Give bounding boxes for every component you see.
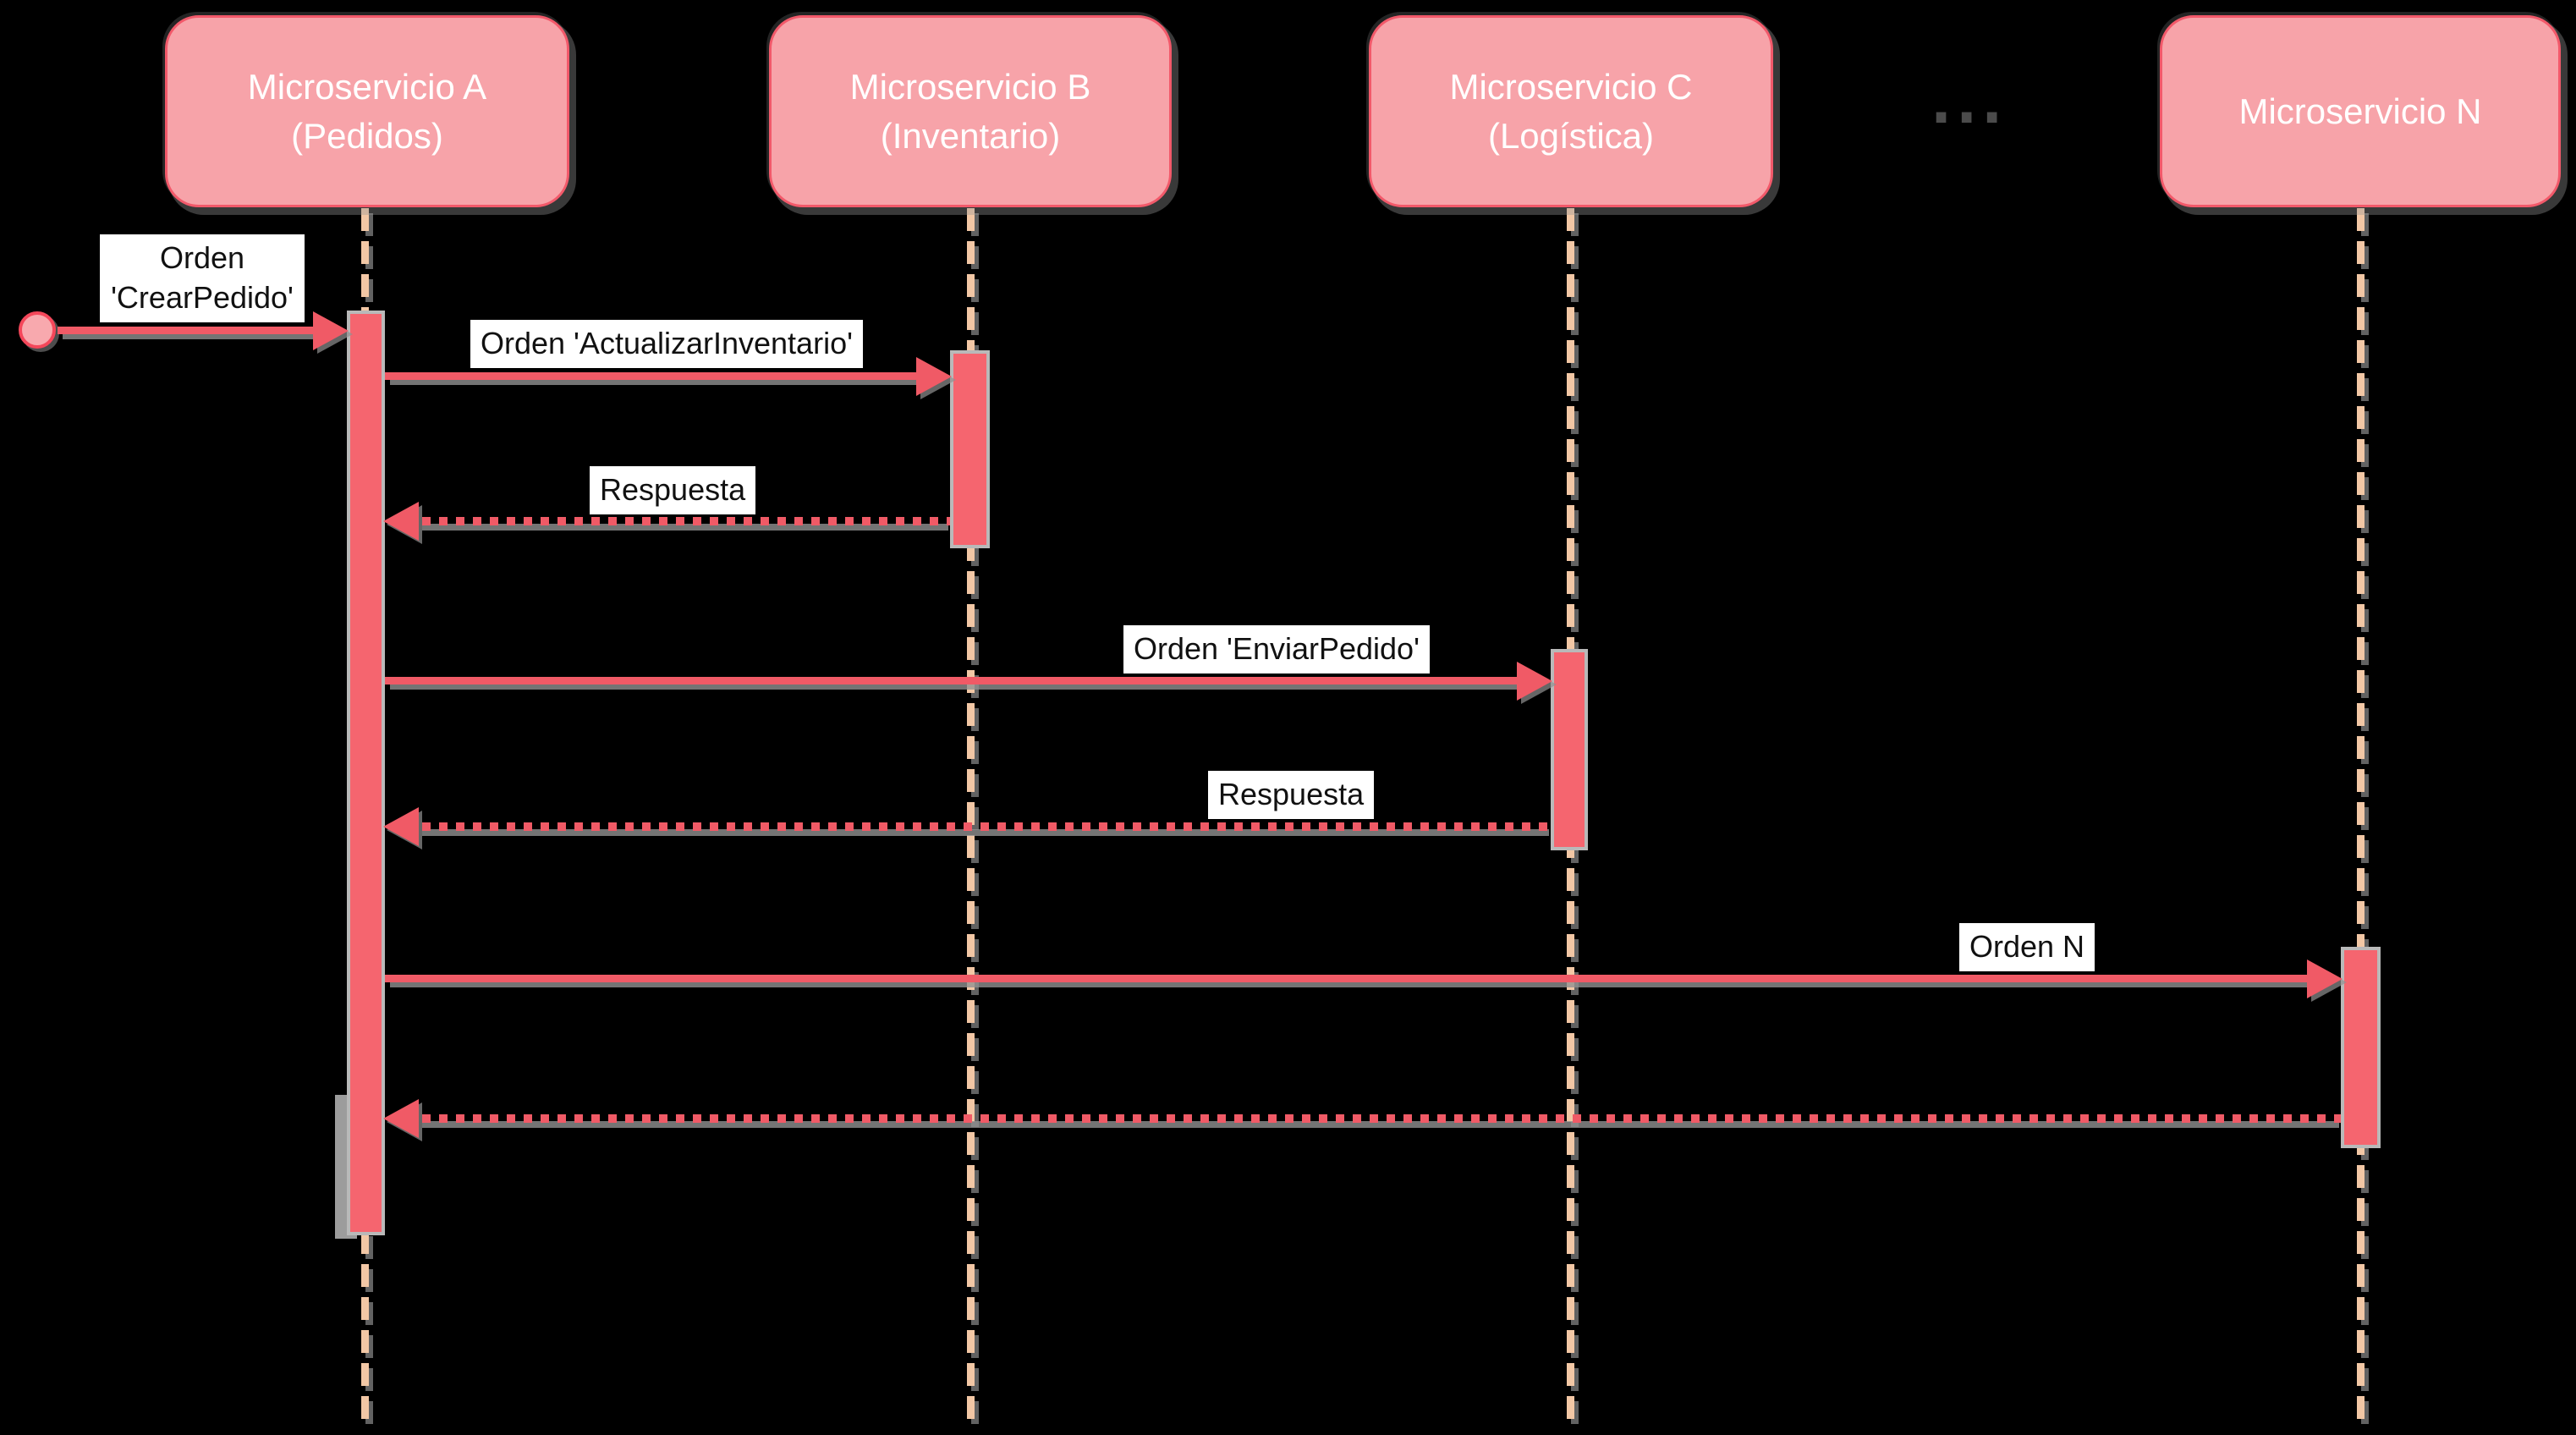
dotted-arrow-line [422,822,1551,831]
lifeline-n [2357,208,2365,1425]
activation-bar-a [347,311,385,1235]
arrow-line [385,975,2310,982]
lifeline-b [967,208,975,1425]
lifeline-shadow-n [2361,213,2369,1427]
participant-box-c: Microservicio C (Logística) [1369,15,1773,207]
message-label-respuesta-b: Respuesta [590,466,756,514]
dotted-arrow-line [422,1114,2341,1123]
lifeline-shadow-b [971,213,979,1427]
participant-box-b: Microservicio B (Inventario) [769,15,1172,207]
message-label-crear-pedido: Orden 'CrearPedido' [100,234,305,322]
participant-box-a: Microservicio A (Pedidos) [165,15,569,207]
arrow-line [385,372,920,380]
activation-bar-b [950,350,990,548]
participant-subtitle: (Pedidos) [291,115,443,156]
participant-box-n: Microservicio N [2160,15,2561,207]
arrowhead-left-icon [383,502,419,541]
arrowhead-left-icon [383,807,419,846]
participant-name: Microservicio B [849,66,1091,107]
arrow-shadow [63,333,313,339]
arrowhead-right-icon [1517,662,1552,701]
arrow-line [385,677,1520,685]
participant-name: Microservicio A [247,66,487,107]
message-label-orden-n: Orden N [1959,923,2095,971]
arrowhead-right-icon [916,357,952,396]
found-message-circle-icon [19,311,56,349]
ellipsis-icon: ... [1931,71,2008,136]
arrowhead-left-icon [383,1099,419,1138]
message-label-respuesta-c: Respuesta [1208,771,1375,819]
arrow-shadow [390,683,1517,690]
arrow-line [58,327,316,334]
message-label-actualizar-inventario: Orden 'ActualizarInventario' [470,320,863,368]
participant-subtitle: (Inventario) [880,115,1061,156]
arrowhead-right-icon [2307,959,2343,998]
arrow-shadow [422,829,1549,836]
participant-name: Microservicio N [2238,91,2482,131]
participant-subtitle: (Logística) [1487,115,1655,156]
arrow-shadow [390,981,2307,987]
arrow-shadow [422,1121,2339,1128]
arrow-shadow [422,524,948,531]
activation-bar-c [1551,649,1588,850]
activation-bar-n [2341,947,2381,1148]
message-label-enviar-pedido: Orden 'EnviarPedido' [1123,625,1430,674]
dotted-arrow-line [422,517,950,525]
participant-name: Microservicio C [1449,66,1693,107]
arrow-shadow [390,378,916,385]
arrowhead-right-icon [313,311,349,350]
